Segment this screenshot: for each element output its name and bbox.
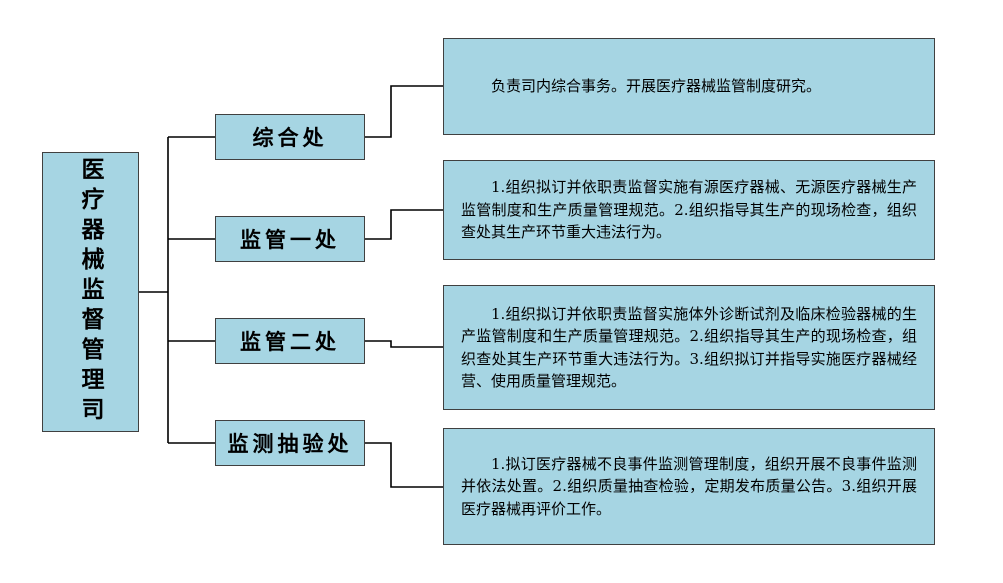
node-general-office-label: 综合处 bbox=[252, 125, 328, 150]
node-supervision-division-1-label: 监管一处 bbox=[240, 227, 340, 252]
node-monitoring-sampling-division-label: 监测抽验处 bbox=[227, 431, 353, 456]
node-monitoring-sampling-division: 监测抽验处 bbox=[215, 420, 365, 466]
description-supervision-division-2: 1.组织拟订并依职责监督实施体外诊断试剂及临床检验器械的生产监管制度和生产质量管… bbox=[443, 285, 935, 410]
connector-branch-monitoring bbox=[365, 442, 443, 488]
root-node-label: 医疗器械监督管理司 bbox=[77, 157, 104, 427]
root-trunk-connector bbox=[139, 136, 215, 444]
description-general-office-text: 负责司内综合事务。开展医疗器械监管制度研究。 bbox=[491, 77, 822, 96]
description-supervision-division-1-text: 1.组织拟订并依职责监督实施有源医疗器械、无源医疗器械生产监管制度和生产质量管理… bbox=[461, 178, 917, 242]
description-general-office: 负责司内综合事务。开展医疗器械监管制度研究。 bbox=[443, 38, 935, 135]
description-monitoring-sampling-division: 1.拟订医疗器械不良事件监测管理制度，组织开展不良事件监测并依法处置。2.组织质… bbox=[443, 428, 935, 545]
connector-branch-supervision-1 bbox=[365, 209, 443, 240]
node-supervision-division-2-label: 监管二处 bbox=[240, 329, 340, 354]
node-general-office: 综合处 bbox=[215, 114, 365, 160]
node-supervision-division-2: 监管二处 bbox=[215, 318, 365, 364]
connector-branch-general-office bbox=[365, 85, 443, 138]
description-supervision-division-1: 1.组织拟订并依职责监督实施有源医疗器械、无源医疗器械生产监管制度和生产质量管理… bbox=[443, 160, 935, 260]
connector-branch-supervision-2 bbox=[365, 340, 443, 348]
description-supervision-division-2-text: 1.组织拟订并依职责监督实施体外诊断试剂及临床检验器械的生产监管制度和生产质量管… bbox=[461, 304, 917, 391]
node-supervision-division-1: 监管一处 bbox=[215, 216, 365, 262]
root-node: 医疗器械监督管理司 bbox=[42, 152, 139, 432]
description-monitoring-sampling-division-text: 1.拟订医疗器械不良事件监测管理制度，组织开展不良事件监测并依法处置。2.组织质… bbox=[461, 454, 917, 518]
